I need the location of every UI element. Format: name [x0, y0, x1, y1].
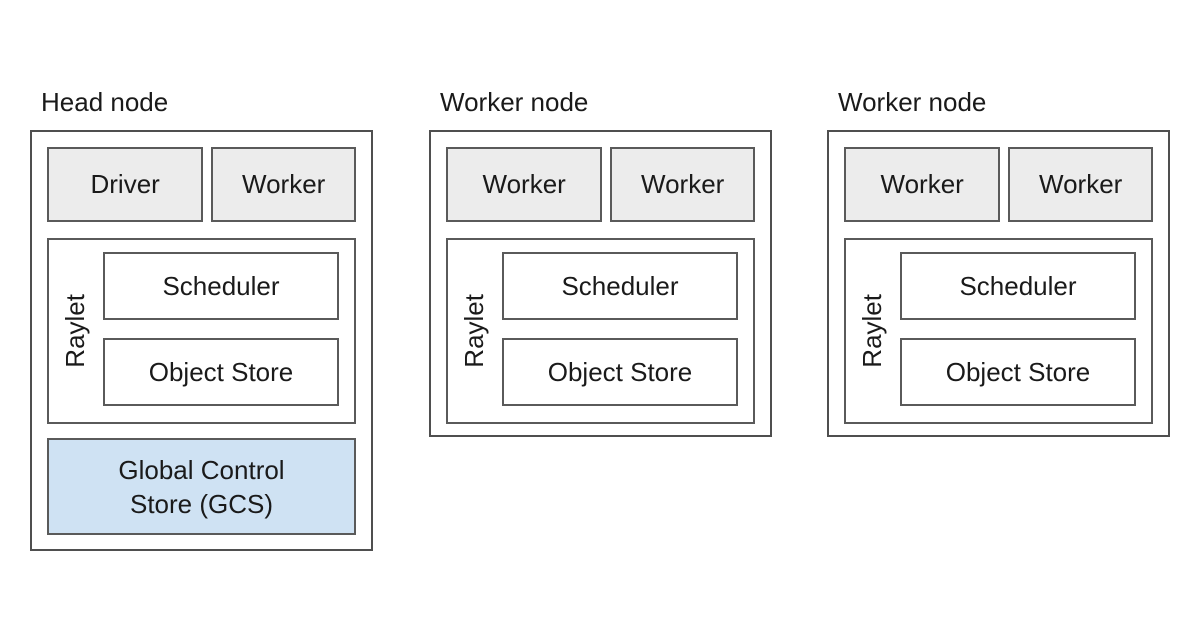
worker-node-1-box: Worker Worker Raylet Scheduler Object St…: [429, 130, 772, 437]
gcs-line1: Global Control: [118, 454, 285, 485]
raylet-label-wrap: Raylet: [846, 240, 898, 422]
head-node: Head node Driver Worker Raylet Scheduler…: [30, 86, 373, 551]
process-row: Driver Worker: [47, 147, 356, 222]
head-node-box: Driver Worker Raylet Scheduler Object St…: [30, 130, 373, 551]
driver-box: Driver: [47, 147, 204, 222]
worker-box: Worker: [211, 147, 356, 222]
worker-box: Worker: [610, 147, 755, 222]
worker-node-1: Worker node Worker Worker Raylet Schedul…: [429, 86, 772, 437]
raylet-components: Scheduler Object Store: [101, 240, 354, 422]
raylet-box: Raylet Scheduler Object Store: [47, 238, 356, 424]
object-store-box: Object Store: [900, 338, 1136, 406]
raylet-components: Scheduler Object Store: [500, 240, 753, 422]
worker-node-2-title: Worker node: [838, 87, 987, 117]
head-node-title: Head node: [41, 87, 169, 117]
raylet-label: Raylet: [59, 294, 90, 368]
worker-box: Worker: [844, 147, 1001, 222]
raylet-label-wrap: Raylet: [49, 240, 101, 422]
process-row: Worker Worker: [844, 147, 1153, 222]
object-store-box: Object Store: [502, 338, 738, 406]
raylet-label-wrap: Raylet: [448, 240, 500, 422]
process-row: Worker Worker: [446, 147, 755, 222]
gcs-line2: Store (GCS): [129, 488, 274, 519]
global-control-store-box: Global Control Store (GCS): [47, 438, 356, 535]
raylet-components: Scheduler Object Store: [898, 240, 1151, 422]
raylet-box: Raylet Scheduler Object Store: [844, 238, 1153, 424]
worker-box: Worker: [1008, 147, 1153, 222]
raylet-label: Raylet: [458, 294, 489, 368]
worker-node-1-title: Worker node: [440, 87, 589, 117]
raylet-label: Raylet: [856, 294, 887, 368]
scheduler-box: Scheduler: [900, 252, 1136, 320]
object-store-box: Object Store: [103, 338, 339, 406]
raylet-box: Raylet Scheduler Object Store: [446, 238, 755, 424]
worker-box: Worker: [446, 147, 603, 222]
scheduler-box: Scheduler: [103, 252, 339, 320]
worker-node-2: Worker node Worker Worker Raylet Schedul…: [827, 86, 1170, 437]
worker-node-2-box: Worker Worker Raylet Scheduler Object St…: [827, 130, 1170, 437]
scheduler-box: Scheduler: [502, 252, 738, 320]
